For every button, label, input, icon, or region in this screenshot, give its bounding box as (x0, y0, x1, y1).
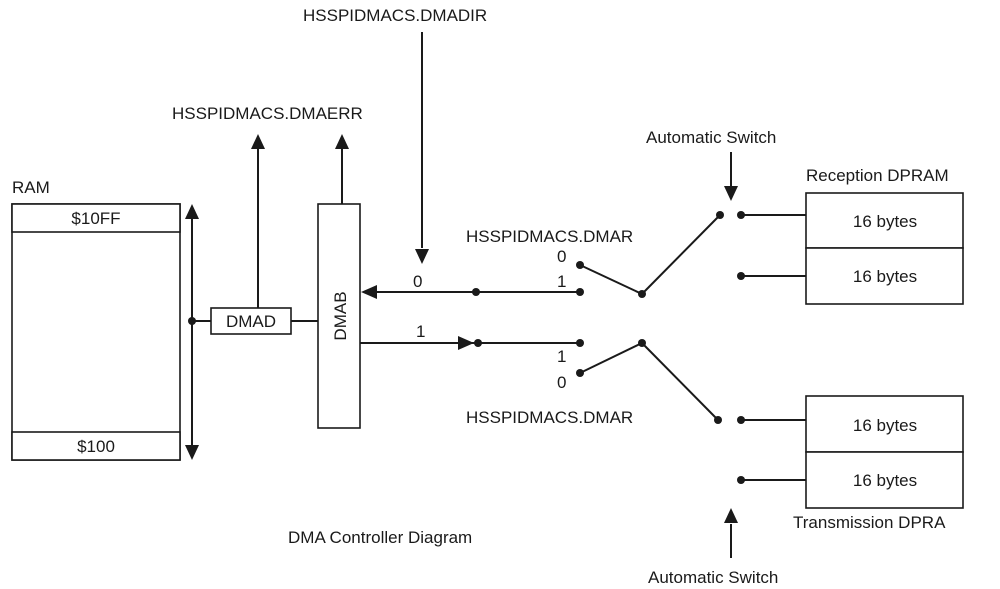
dmab-error-arrow (335, 134, 349, 149)
top-switch-output (716, 211, 724, 219)
auto-switch-top-label: Automatic Switch (646, 128, 776, 147)
dmab-label: DMAB (331, 291, 350, 340)
reception-block-2-label: 16 bytes (853, 267, 917, 286)
dmaerr-label: HSSPIDMACS.DMAERR (172, 104, 363, 123)
dmar-top-label: HSSPIDMACS.DMAR (466, 227, 633, 246)
transmission-block-1 (805, 395, 964, 453)
dmad-error-arrow (251, 134, 265, 149)
ram-bottom-address-cell (11, 431, 181, 461)
auto-switch-top-arrow (724, 186, 738, 201)
ram-bus-arrow-down (185, 445, 199, 460)
top-switch-arm-contact (579, 264, 643, 295)
bottom-switch-pos-upper: 1 (557, 347, 566, 366)
receive-path-arrow (361, 285, 377, 299)
top-switch-contact-1 (576, 288, 584, 296)
transmission-block-2-label: 16 bytes (853, 471, 917, 490)
bottom-switch-arm-contact (579, 342, 643, 374)
dmadir-arrow (415, 249, 429, 264)
top-switch-arm-output (641, 214, 721, 295)
dmar-bottom-label: HSSPIDMACS.DMAR (466, 408, 633, 427)
dmad-register (210, 307, 292, 335)
dmadir-label: HSSPIDMACS.DMADIR (303, 6, 487, 25)
ram-top-address: $10FF (71, 209, 120, 228)
dmab-buffer (317, 203, 361, 429)
transmit-path-value: 1 (416, 322, 425, 341)
top-switch-pos-lower: 1 (557, 272, 566, 291)
receive-path-node (472, 288, 480, 296)
auto-switch-bottom-label: Automatic Switch (648, 568, 778, 587)
diagram-caption: DMA Controller Diagram (288, 528, 472, 547)
reception-block-2 (805, 247, 964, 305)
bottom-switch-pos-lower: 0 (557, 373, 566, 392)
transmit-path-arrow (458, 336, 474, 350)
transmission-dpram-title: Transmission DPRA (793, 513, 946, 532)
transmit-path-node (474, 339, 482, 347)
bottom-switch-contact-1 (576, 339, 584, 347)
dmad-label: DMAD (226, 312, 276, 331)
receive-path-value: 0 (413, 272, 422, 291)
reception-dpram-title: Reception DPRAM (806, 166, 949, 185)
transmission-block-1-label: 16 bytes (853, 416, 917, 435)
ram-block (11, 203, 181, 461)
reception-block-1-label: 16 bytes (853, 212, 917, 231)
bottom-switch-arm-output (641, 342, 719, 421)
ram-bus-arrow-up (185, 204, 199, 219)
top-switch-pos-upper: 0 (557, 247, 566, 266)
bottom-switch-output (714, 416, 722, 424)
ram-bottom-address: $100 (77, 437, 115, 456)
ram-title: RAM (12, 178, 50, 197)
ram-top-address-cell (11, 203, 181, 233)
auto-switch-bottom-arrow (724, 508, 738, 523)
